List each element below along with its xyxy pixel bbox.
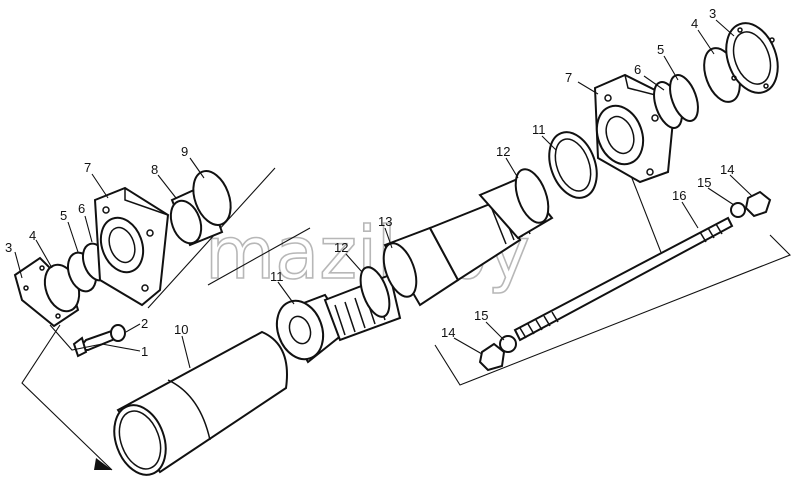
callout-16: 16 bbox=[672, 188, 686, 203]
leader-6-right bbox=[643, 75, 665, 91]
part-2-washer bbox=[110, 324, 126, 342]
leader-11-left bbox=[277, 281, 295, 305]
part-12-left-ring bbox=[359, 266, 391, 318]
leader-15-left bbox=[485, 321, 505, 341]
leader-11-right bbox=[541, 135, 557, 151]
callout-10: 10 bbox=[174, 322, 188, 337]
leader-12-right bbox=[505, 157, 519, 179]
callout-8: 8 bbox=[151, 162, 158, 177]
leader-16 bbox=[681, 201, 699, 229]
leader-14-right bbox=[729, 174, 753, 197]
part-14-right-nut bbox=[744, 190, 772, 218]
part-9-ring bbox=[192, 170, 232, 226]
leader-8 bbox=[157, 174, 177, 199]
leader-15-right bbox=[707, 187, 735, 206]
leader-2 bbox=[125, 323, 141, 333]
part-14-left-nut bbox=[478, 342, 506, 372]
callout-12-right: 12 bbox=[496, 144, 510, 159]
callout-14-right: 14 bbox=[720, 162, 734, 177]
leader-7-right bbox=[577, 81, 599, 95]
callout-3-left: 3 bbox=[5, 240, 12, 255]
leader-13 bbox=[384, 227, 393, 249]
callout-11-left: 11 bbox=[270, 269, 284, 284]
callout-5-left: 5 bbox=[60, 208, 67, 223]
callout-6-left: 6 bbox=[78, 201, 85, 216]
callout-7-left: 7 bbox=[84, 160, 91, 175]
part-3-right-flange-plate bbox=[725, 22, 779, 94]
part-7-left-housing bbox=[93, 186, 170, 307]
leader-10 bbox=[181, 335, 191, 369]
part-16-tie-rod bbox=[513, 216, 734, 342]
callout-15-left: 15 bbox=[474, 308, 488, 323]
callout-9: 9 bbox=[181, 144, 188, 159]
leader-4-left bbox=[35, 239, 53, 269]
callout-4-right: 4 bbox=[691, 16, 698, 31]
part-15-right-washer bbox=[730, 202, 746, 218]
leader-14-left bbox=[453, 337, 483, 355]
leader-1 bbox=[101, 343, 141, 352]
leader-6-left bbox=[84, 215, 93, 243]
leader-5-right bbox=[663, 55, 679, 81]
leader-1-bracket bbox=[49, 324, 103, 351]
callout-15-right: 15 bbox=[697, 175, 711, 190]
leader-3-left bbox=[14, 251, 23, 279]
part-12-right-thread-collar bbox=[478, 168, 554, 240]
callout-1: 1 bbox=[141, 344, 148, 359]
part-11-right-ring bbox=[548, 131, 598, 199]
assembly-line-left-upper bbox=[147, 167, 276, 309]
leader-4-right bbox=[697, 29, 715, 55]
callout-7-right: 7 bbox=[565, 70, 572, 85]
leader-5-left bbox=[67, 221, 79, 253]
callout-3-right: 3 bbox=[709, 6, 716, 21]
callout-6-right: 6 bbox=[634, 62, 641, 77]
leader-7-left bbox=[91, 173, 109, 199]
leader-3-right bbox=[715, 19, 735, 37]
rod-group-frame bbox=[434, 234, 791, 386]
callout-4-left: 4 bbox=[29, 228, 36, 243]
leader-12-left bbox=[345, 253, 363, 273]
callout-11-right: 11 bbox=[532, 122, 546, 137]
assembly-line-right bbox=[627, 167, 663, 256]
callout-2: 2 bbox=[141, 316, 148, 331]
callout-5-right: 5 bbox=[657, 42, 664, 57]
assembly-line-left bbox=[21, 324, 113, 471]
assembly-arrow-head bbox=[94, 458, 112, 470]
callout-13: 13 bbox=[378, 214, 392, 229]
leader-9 bbox=[189, 157, 205, 179]
part-10-cylinder-tube bbox=[113, 330, 288, 476]
callout-14-left: 14 bbox=[441, 325, 455, 340]
callout-12-left: 12 bbox=[334, 240, 348, 255]
assembly-line-mid bbox=[207, 227, 311, 286]
